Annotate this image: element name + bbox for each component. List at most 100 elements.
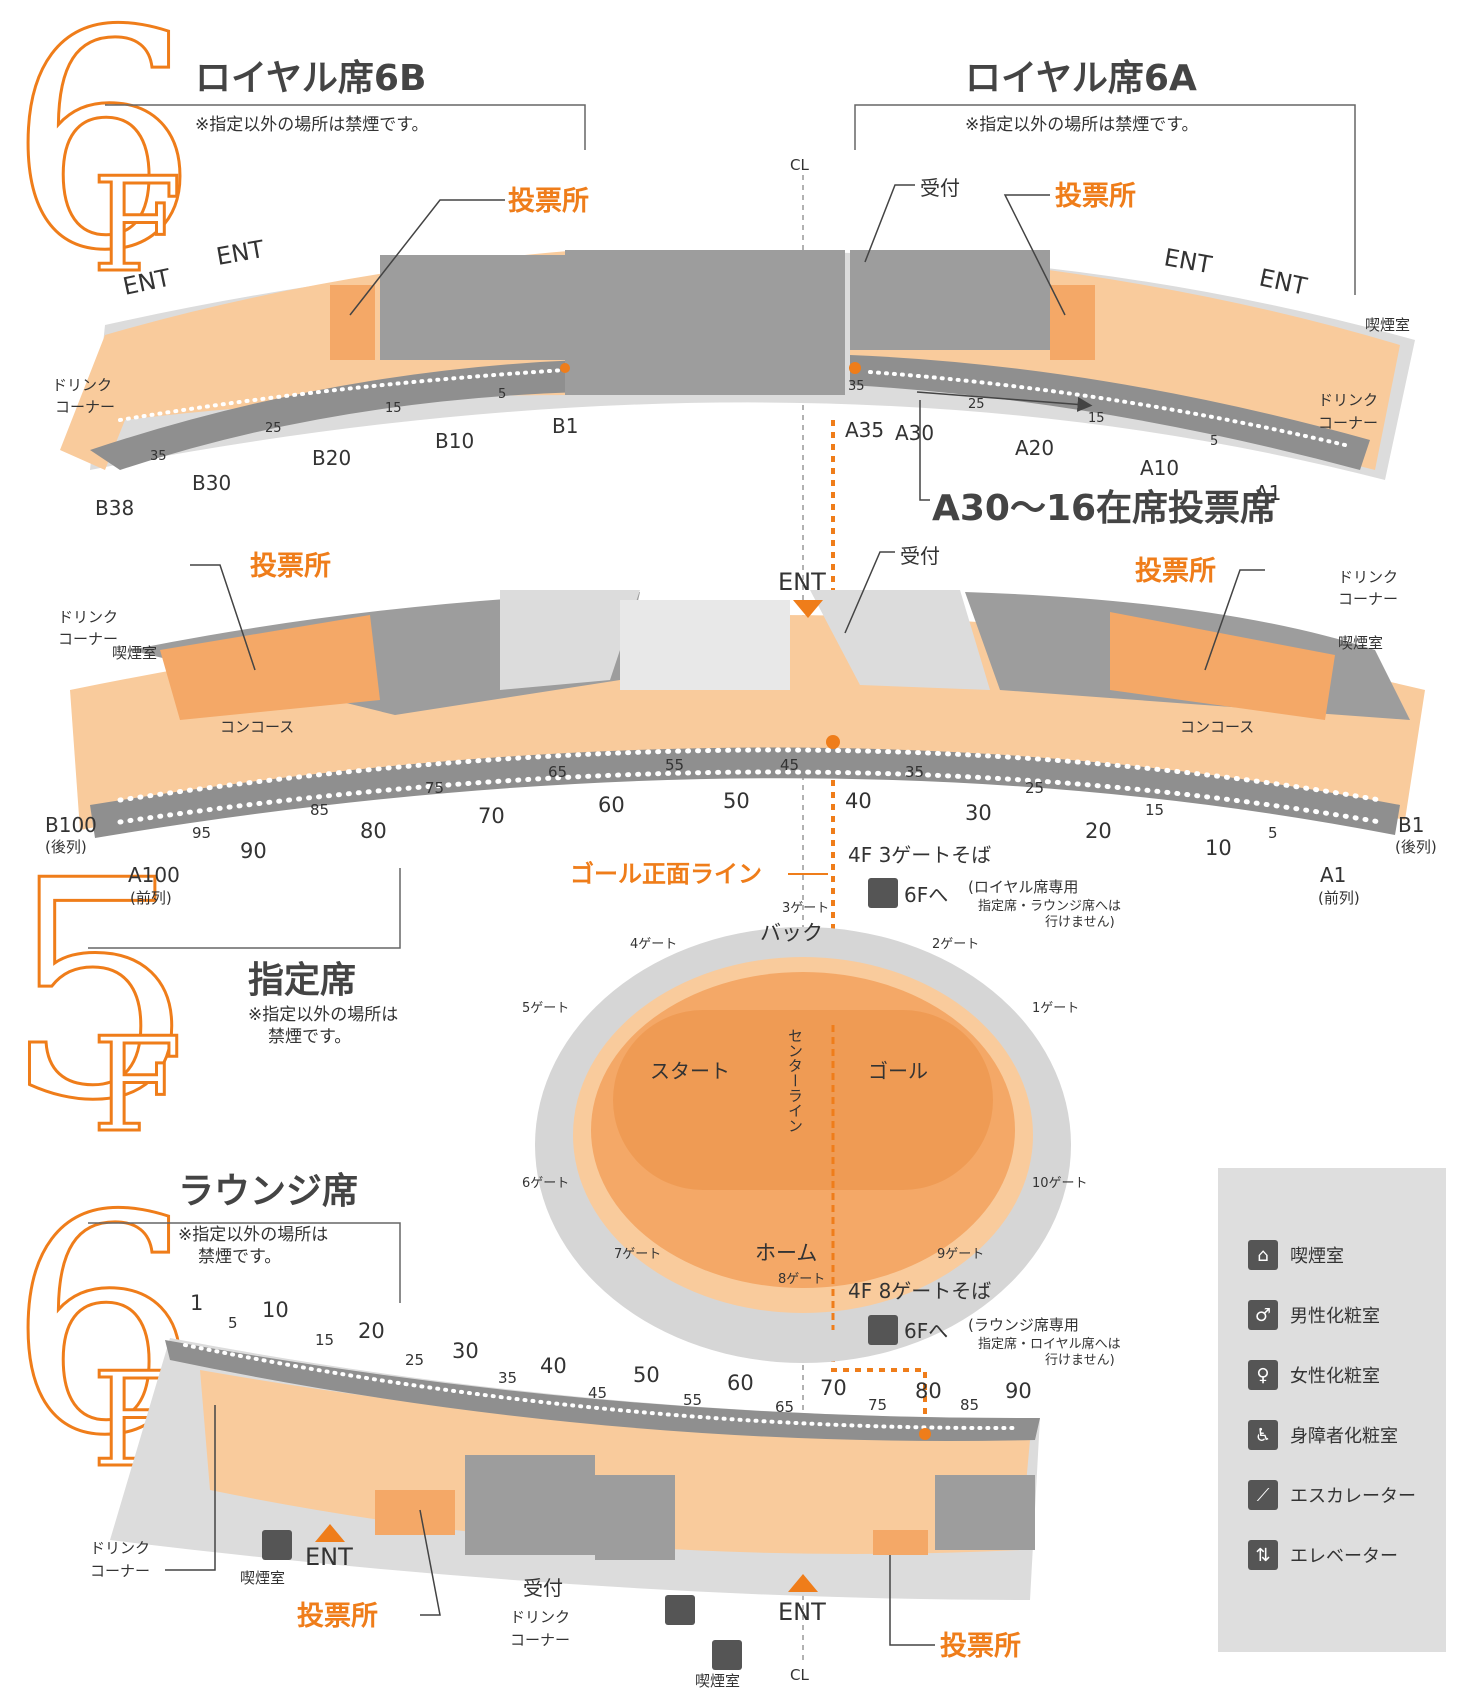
vote-area-6a: [1050, 285, 1095, 360]
center-line-label-top: CL: [790, 156, 809, 174]
seat-label-b10: B10: [435, 429, 474, 453]
seat-label-a20: A20: [1015, 436, 1054, 460]
royal-6a-smoking-label: 喫煙室: [1365, 316, 1410, 334]
floor5-drink-left-2: コーナー: [58, 630, 118, 648]
lounge-smoking-2: 喫煙室: [695, 1672, 740, 1688]
reserved-seat-rows: [90, 747, 1400, 838]
lounge-ent-2: ENT: [778, 1598, 826, 1626]
floor5-smoking-right: 喫煙室: [1338, 634, 1383, 652]
mens-restroom-icon: ♂: [1248, 1300, 1278, 1330]
legend-label: 男性化粧室: [1290, 1306, 1380, 1327]
floor-letter-top: F: [92, 149, 182, 301]
vote-area-5f-right: [1110, 612, 1335, 720]
lounge-seat-row: [165, 1340, 1040, 1441]
lounge-num-30: 30: [452, 1339, 479, 1363]
track-gates: 1ゲート 2ゲート 3ゲート 4ゲート 5ゲート 6ゲート 7ゲート 8ゲート …: [522, 901, 1088, 1287]
legend-item: ⌂ 喫煙室: [1248, 1238, 1344, 1272]
gate-8: 8ゲート: [778, 1272, 825, 1287]
seat-label-a100: A100: [128, 863, 180, 887]
seat-num-5: 5: [498, 387, 506, 402]
seat-num-25: 25: [265, 421, 282, 436]
royal-6a-ent-1: ENT: [1162, 243, 1214, 279]
floor5-drink-left-1: ドリンク: [58, 608, 118, 626]
elevator-icon: [868, 878, 898, 908]
gate-6: 6ゲート: [522, 1176, 569, 1191]
access-8gate-sub-1: 指定席・ロイヤル席へは: [978, 1336, 1121, 1352]
legend-label: 喫煙室: [1290, 1246, 1344, 1267]
reserved-seat-numbers: 95 85 75 65 55 45 35 25 15 5 90 80 70 60…: [192, 756, 1278, 863]
lounge-ent-1: ENT: [305, 1543, 353, 1571]
seat-num-35: 35: [150, 449, 167, 464]
lounge-num-35: 35: [498, 1369, 517, 1387]
reserved-note-1: ※指定以外の場所は: [248, 1005, 398, 1025]
lounge-num-50: 50: [633, 1363, 660, 1387]
royal-6a-drink-2: コーナー: [1318, 414, 1378, 432]
lounge-note-2: 禁煙です。: [198, 1247, 281, 1267]
lounge-num-10: 10: [262, 1298, 289, 1322]
center-line-label-bottom: CL: [790, 1666, 809, 1684]
lounge-num-65: 65: [775, 1398, 794, 1416]
track-goal-label: ゴール: [868, 1059, 928, 1083]
seat-label-a35: A35: [845, 418, 884, 442]
seat-num-95: 95: [192, 824, 211, 842]
floor5-reception: 受付: [900, 544, 940, 568]
royal-6b-vote-label: 投票所: [508, 186, 589, 217]
gate-4: 4ゲート: [630, 937, 677, 952]
a-seat-row: [850, 355, 1370, 470]
lounge-num-1: 1: [190, 1291, 203, 1315]
floor-number-middle: 5: [4, 817, 195, 1166]
floor5-drink-right-2: コーナー: [1338, 590, 1398, 608]
lounge-drink-2: コーナー: [90, 1562, 150, 1580]
goal-front-line-label: ゴール正面ライン: [570, 860, 762, 888]
lounge-seat-numbers: 1 10 20 30 40 50 60 70 80 90 5 15 25 35 …: [190, 1291, 1032, 1416]
floor5-vote-right: 投票所: [1135, 556, 1216, 587]
seat-num-15: 15: [1145, 801, 1164, 819]
seat-label-b100: B100: [45, 813, 97, 837]
gate-3: 3ゲート: [782, 901, 829, 916]
concourse-right: コンコース: [1180, 718, 1254, 736]
seat-label-b100-row: (後列): [45, 838, 87, 856]
gate-7: 7ゲート: [614, 1247, 661, 1262]
elevator-icon: [868, 1315, 898, 1345]
legend-label: エレベーター: [1290, 1546, 1398, 1567]
royal-6a-note: ※指定以外の場所は禁煙です。: [965, 115, 1199, 135]
royal-6a-drink-1: ドリンク: [1318, 391, 1378, 409]
seat-num-80: 80: [360, 819, 387, 843]
seat-num-15: 15: [385, 401, 402, 416]
lounge-section: [110, 1338, 1040, 1600]
escalator-icon: ⟋: [1248, 1480, 1278, 1510]
floor5-drink-right-1: ドリンク: [1338, 568, 1398, 586]
legend-item: ♿ 身障者化粧室: [1248, 1418, 1398, 1452]
lounge-num-60: 60: [727, 1371, 754, 1395]
lounge-num-90: 90: [1005, 1379, 1032, 1403]
lounge-vote-right: 投票所: [940, 1631, 1021, 1662]
track-home-label: ホーム: [755, 1241, 817, 1265]
lounge-title: ラウンジ席: [178, 1171, 358, 1212]
floor-letter-middle: F: [92, 1009, 182, 1161]
lounge-num-15: 15: [315, 1331, 334, 1349]
b-seat-row: [90, 360, 580, 470]
lounge-reception: 受付: [523, 1576, 563, 1600]
seat-label-a1-row: (前列): [1318, 889, 1360, 907]
royal-6a-ent-2: ENT: [1257, 263, 1310, 300]
lounge-num-75: 75: [868, 1396, 887, 1414]
lounge-num-20: 20: [358, 1319, 385, 1343]
seat-num-55: 55: [665, 756, 684, 774]
track-start-label: スタート: [650, 1059, 730, 1083]
floor5-smoking-left: 喫煙室: [112, 644, 157, 662]
lounge-num-40: 40: [540, 1354, 567, 1378]
concourse-left: コンコース: [220, 718, 294, 736]
seat-num-a15: 15: [1088, 411, 1105, 426]
royal-6b-seat-labels: B1 B10 B20 B30 B38 5 15 25 35: [95, 387, 578, 520]
seat-label-a10: A10: [1140, 456, 1179, 480]
royal-6b-note: ※指定以外の場所は禁煙です。: [195, 115, 429, 135]
access-3gate-label: 4F 3ゲートそば: [848, 843, 991, 867]
seat-num-a35: 35: [848, 379, 865, 394]
seat-num-25: 25: [1025, 779, 1044, 797]
seat-label-b1: B1: [1398, 813, 1424, 837]
floor5-vote-left: 投票所: [250, 551, 331, 582]
lounge-num-80: 80: [915, 1379, 942, 1403]
floor-label-top: 6 F: [7, 0, 201, 318]
track-back-label: バック: [760, 921, 823, 945]
